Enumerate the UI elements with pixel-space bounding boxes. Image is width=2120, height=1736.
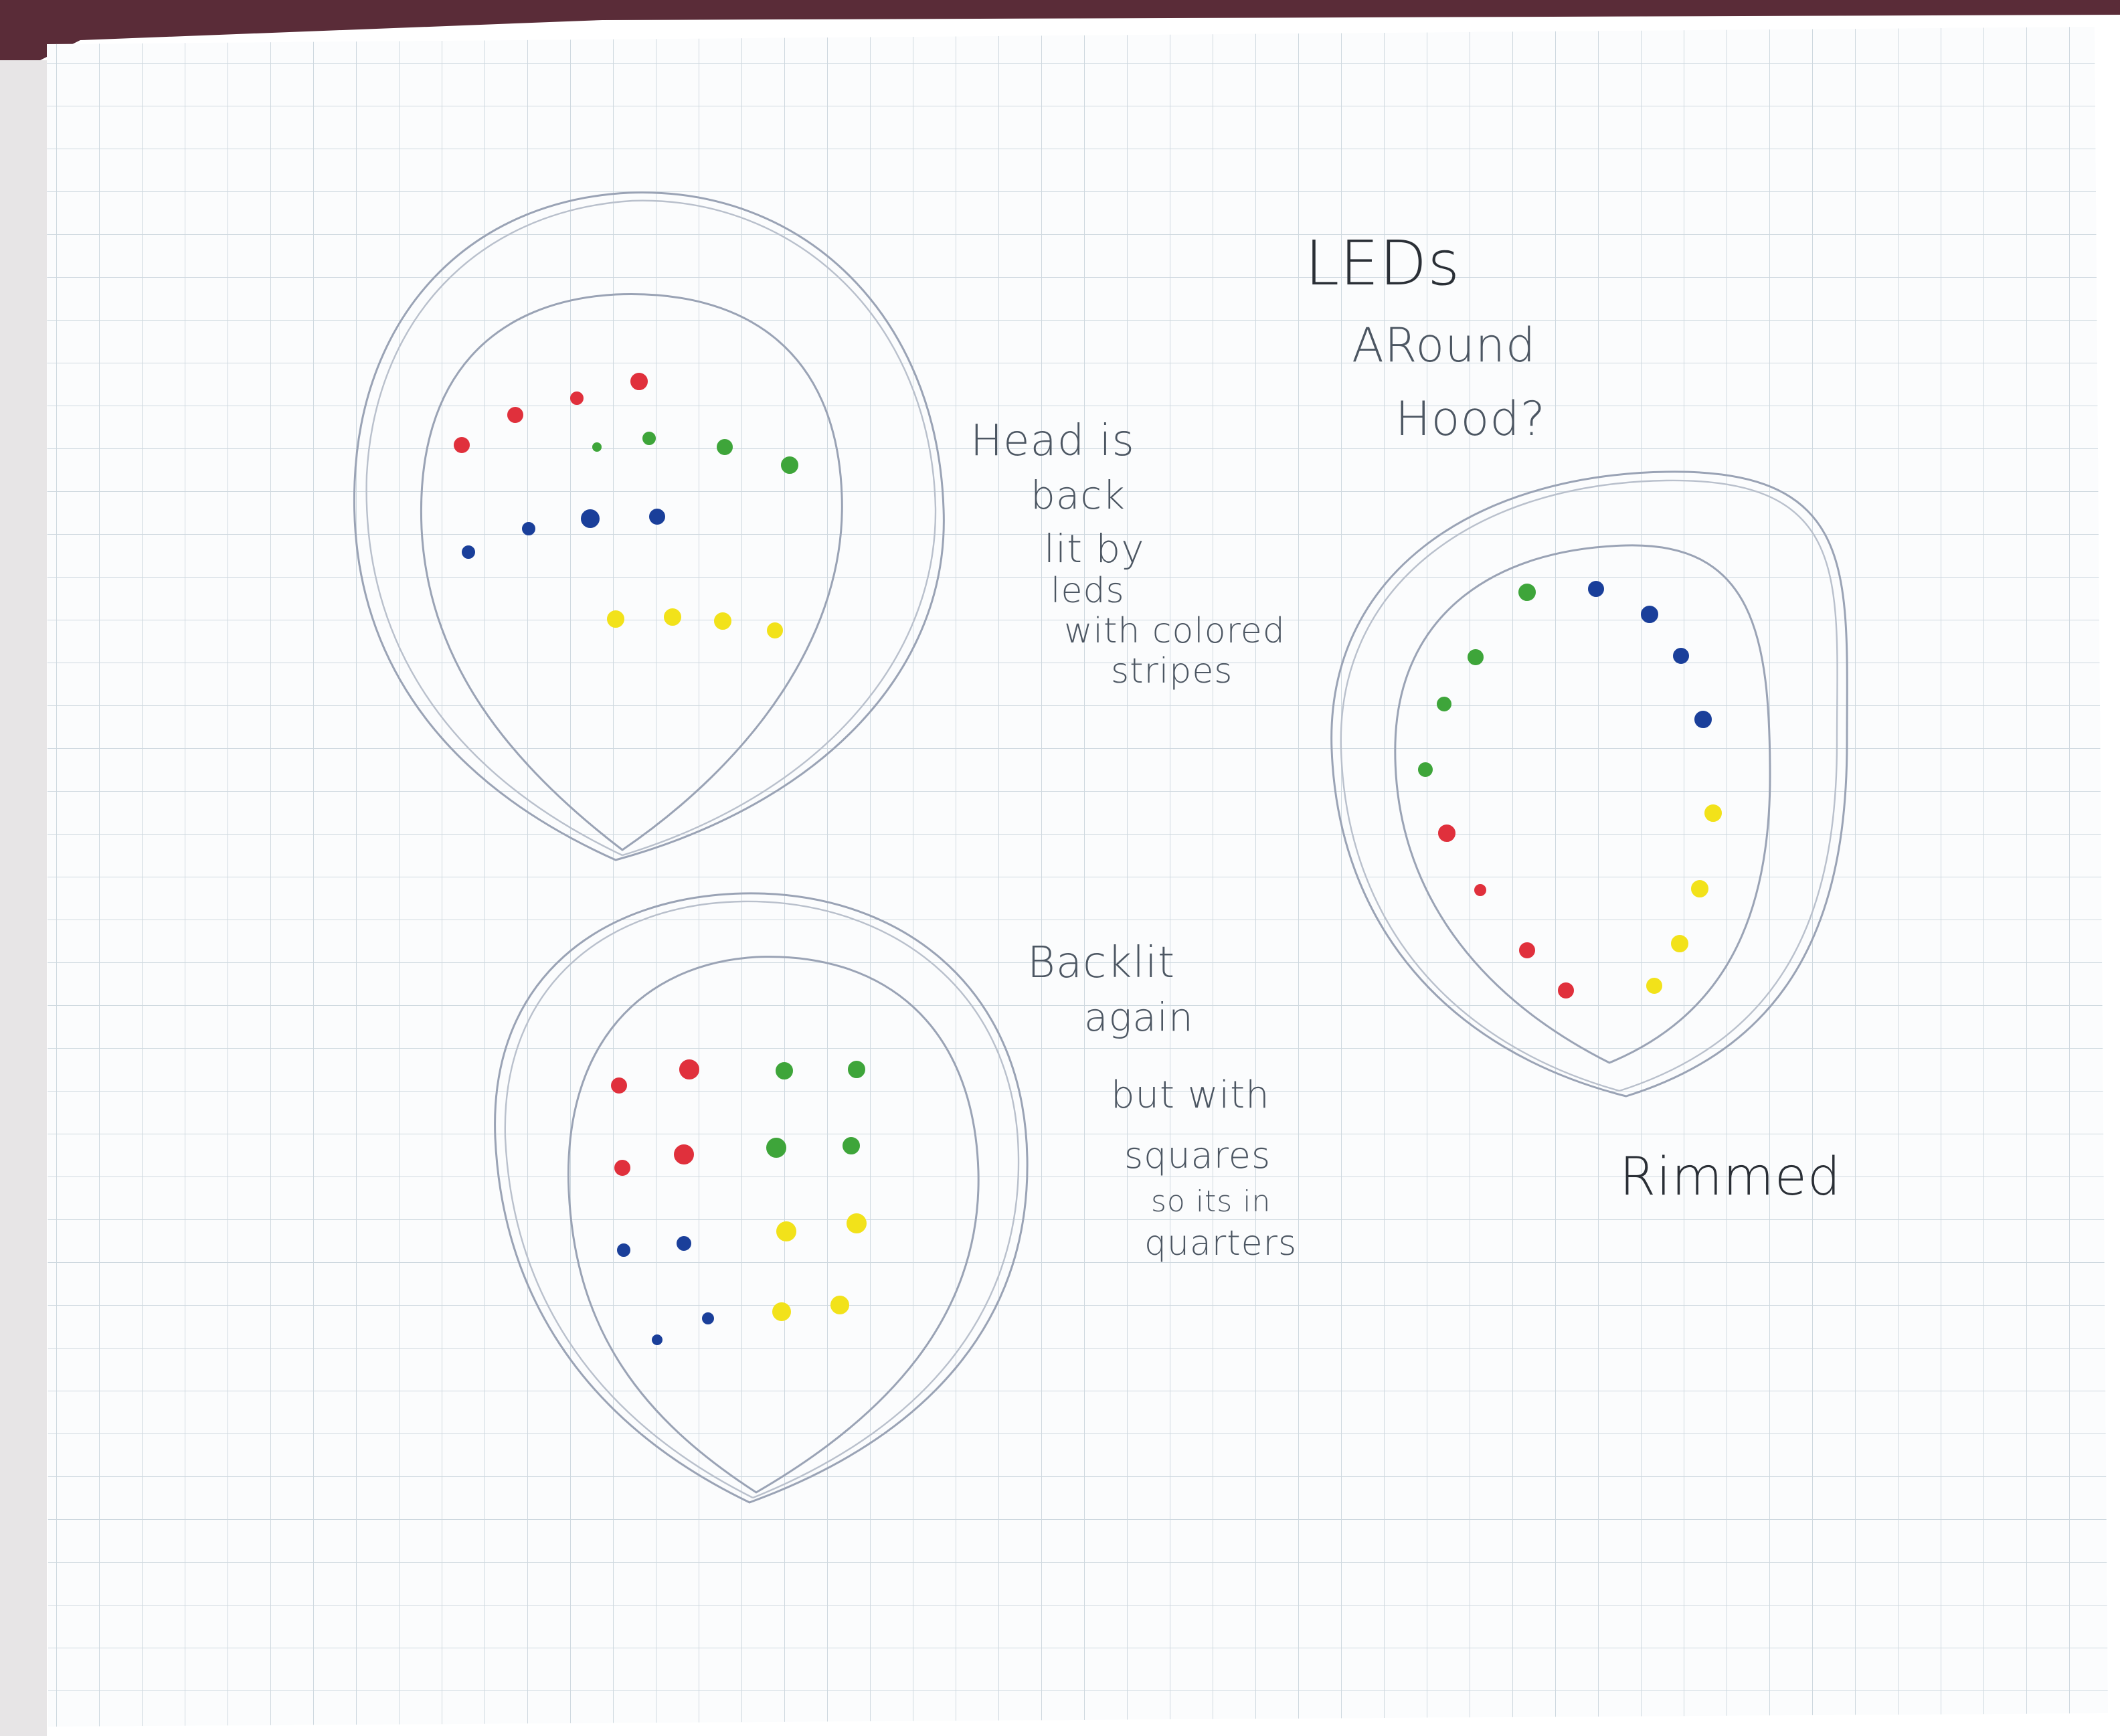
led-yellow	[767, 622, 783, 638]
led-blue	[617, 1243, 630, 1257]
caption-line: so its in	[1151, 1185, 1271, 1219]
caption-line: but with	[1111, 1073, 1270, 1117]
led-red	[1519, 942, 1535, 958]
outer-rim-1	[353, 191, 945, 861]
sketch-stripes: Head is back lit by leds with colored st…	[353, 191, 1286, 861]
led-green	[642, 432, 656, 445]
led-blue	[462, 545, 475, 559]
led-yellow	[1671, 935, 1688, 952]
caption-line: LEDs	[1305, 228, 1460, 299]
led-blue	[522, 522, 535, 535]
outer-rim-3	[1330, 470, 1848, 1098]
caption-quarters: Backlit again but with squares so its in…	[1027, 938, 1297, 1264]
led-ring-blue	[1588, 581, 1712, 728]
caption-line: back	[1031, 472, 1126, 518]
led-blue	[702, 1312, 714, 1324]
led-green	[592, 442, 602, 452]
caption-line: Backlit	[1027, 938, 1175, 988]
sketch-rimmed: Rimmed LEDs ARound Hood?	[1305, 228, 1848, 1207]
led-green	[843, 1137, 860, 1154]
led-yellow	[714, 612, 731, 630]
led-red	[570, 392, 584, 405]
led-green	[717, 439, 733, 455]
inner-hood-3	[1394, 544, 1771, 1064]
sketch-label-rimmed: Rimmed	[1619, 1147, 1841, 1207]
led-green	[1437, 697, 1451, 711]
inner-hood-1	[420, 293, 843, 851]
led-quadrant-red	[611, 1059, 699, 1176]
led-row-green	[592, 432, 798, 474]
led-red	[507, 407, 523, 423]
led-green	[848, 1061, 865, 1078]
led-red	[630, 373, 648, 390]
led-row-blue	[462, 509, 665, 559]
led-yellow	[847, 1213, 867, 1233]
caption-line: leds	[1051, 571, 1125, 611]
binding-shadow	[0, 60, 47, 1736]
led-ring-red	[1438, 824, 1574, 999]
led-blue	[581, 509, 600, 528]
caption-line: again	[1084, 994, 1194, 1040]
led-red	[454, 437, 470, 453]
led-blue	[652, 1334, 662, 1345]
led-green	[776, 1062, 793, 1079]
caption-line: with colored	[1064, 611, 1286, 651]
led-blue	[649, 509, 665, 525]
caption-stripes: Head is back lit by leds with colored st…	[970, 416, 1286, 691]
notebook-cover-edge	[0, 0, 2120, 94]
led-red	[614, 1160, 630, 1176]
sketch-quarters: Backlit again but with squares so its in…	[494, 892, 1297, 1504]
inner-hood-2	[567, 956, 980, 1494]
caption-line: Head is	[970, 416, 1135, 466]
led-yellow	[1646, 978, 1662, 994]
caption-line: ARound	[1352, 318, 1536, 373]
caption-line: quarters	[1144, 1223, 1297, 1264]
led-group-quarters	[611, 1059, 867, 1345]
led-green	[1518, 584, 1536, 601]
caption-line: stripes	[1111, 651, 1233, 691]
led-ring-yellow	[1646, 804, 1722, 994]
led-yellow	[830, 1296, 849, 1314]
led-red	[611, 1077, 627, 1094]
led-yellow	[776, 1221, 796, 1241]
led-blue	[1694, 711, 1712, 728]
led-yellow	[1704, 804, 1722, 822]
led-red	[1474, 884, 1486, 896]
led-red	[679, 1059, 699, 1079]
led-blue	[1641, 606, 1658, 623]
led-yellow	[772, 1302, 791, 1321]
led-red	[1438, 824, 1455, 842]
led-red	[1558, 982, 1574, 999]
caption-line: lit by	[1044, 526, 1145, 572]
led-green	[781, 456, 798, 474]
led-yellow	[664, 608, 681, 626]
led-row-red	[454, 373, 648, 453]
caption-line: Hood?	[1395, 392, 1546, 446]
led-red	[674, 1144, 694, 1164]
led-quadrant-green	[766, 1061, 865, 1158]
led-blue	[1588, 581, 1604, 597]
led-blue	[677, 1236, 691, 1251]
led-quadrant-blue	[617, 1236, 714, 1345]
led-group-rimmed	[1418, 581, 1722, 999]
led-green	[1418, 762, 1433, 777]
caption-rimmed: LEDs ARound Hood?	[1305, 228, 1546, 446]
led-blue	[1673, 648, 1689, 664]
led-group-stripes	[454, 373, 798, 638]
led-green	[766, 1138, 786, 1158]
led-quadrant-yellow	[772, 1213, 867, 1321]
caption-line: squares	[1124, 1134, 1271, 1177]
led-yellow	[1691, 880, 1708, 897]
outer-rim-2	[494, 892, 1029, 1504]
grid	[47, 27, 2108, 1727]
led-ring-green	[1418, 584, 1536, 777]
led-green	[1468, 649, 1484, 665]
led-yellow	[607, 610, 624, 628]
led-row-yellow	[607, 608, 783, 638]
